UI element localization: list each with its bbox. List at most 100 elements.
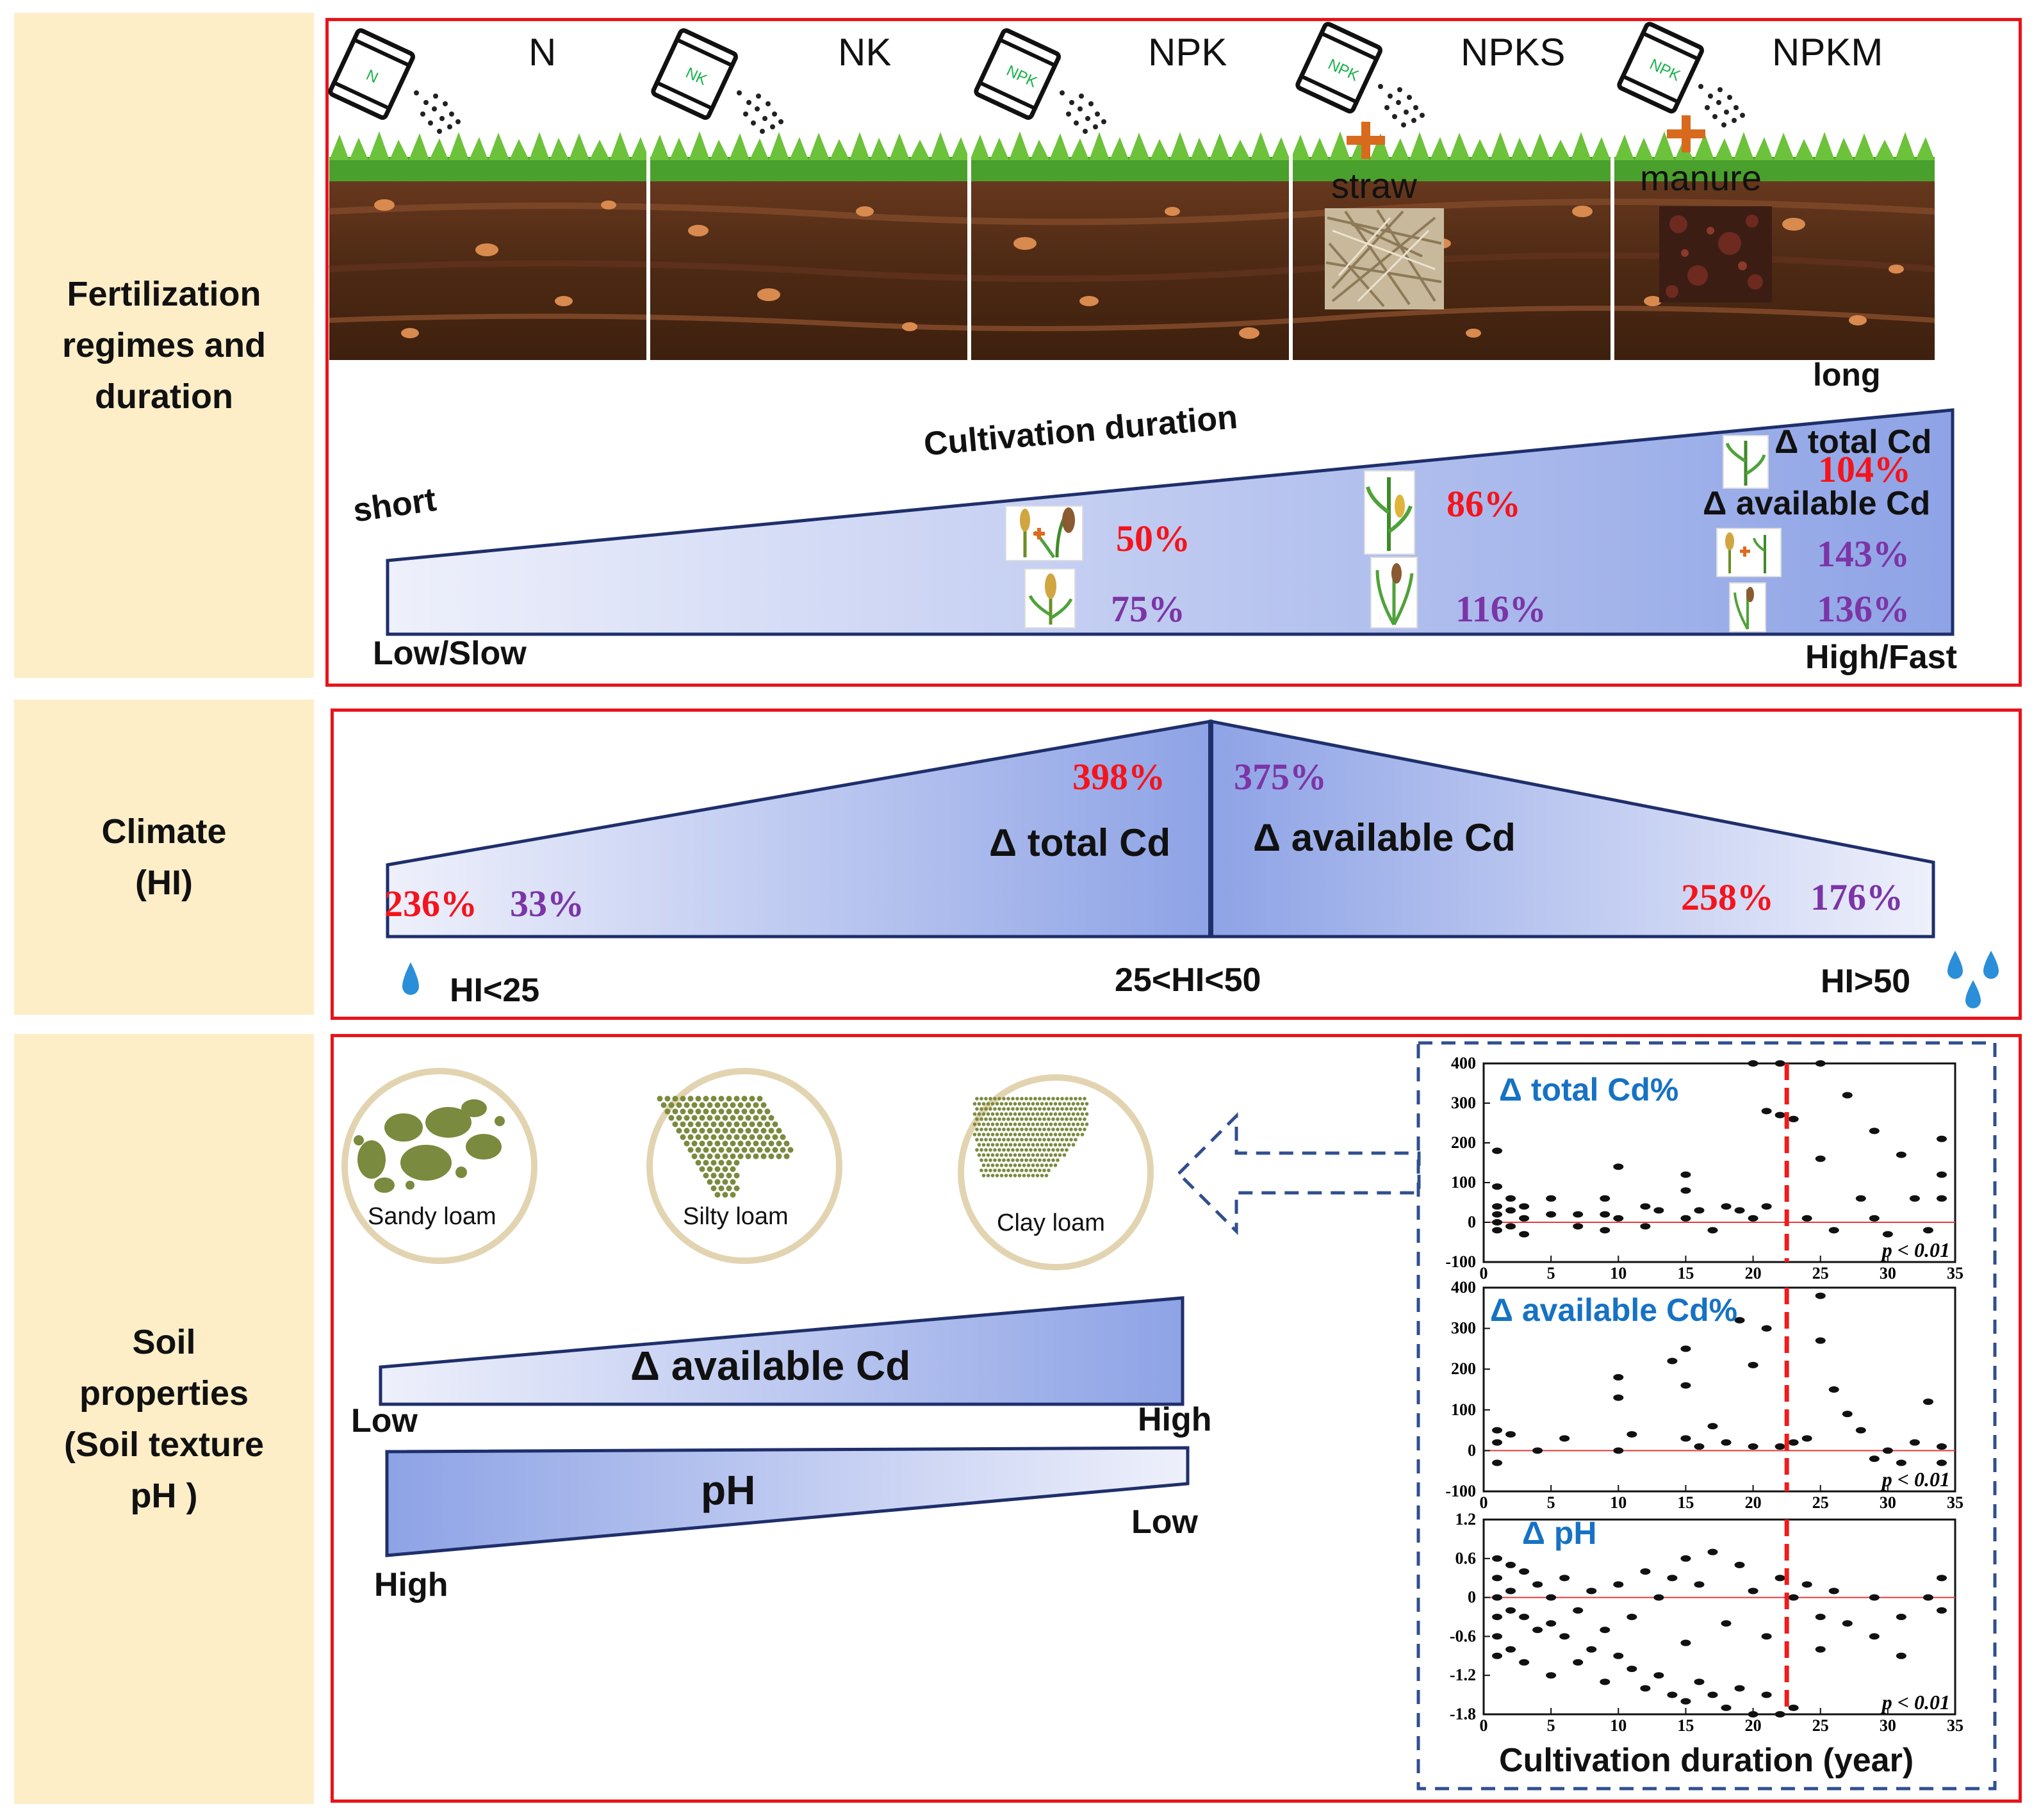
regime-title: NPK (1148, 31, 1227, 74)
data-point (1922, 1594, 1933, 1601)
y-tick-label: 100 (1451, 1400, 1476, 1419)
data-point (1788, 1439, 1799, 1446)
fert-available-value: 75% (1111, 588, 1185, 630)
data-point (1815, 1155, 1826, 1162)
x-tick-label: 25 (1812, 1716, 1829, 1735)
climate-total-label: Δ total Cd (989, 821, 1171, 864)
data-point (1653, 1672, 1664, 1679)
data-point (1828, 1227, 1839, 1234)
label-line: Soil (132, 1323, 196, 1361)
fertilizer-bag-icon (1295, 22, 1382, 114)
chart-title: Δ available Cd% (1490, 1292, 1738, 1328)
data-point (1613, 1652, 1624, 1659)
data-point (1869, 1633, 1880, 1640)
data-point (1627, 1614, 1637, 1620)
x-tick-label: 30 (1880, 1716, 1896, 1735)
data-point (1748, 1587, 1758, 1595)
label-line: properties (79, 1374, 249, 1413)
data-point (1667, 1575, 1678, 1582)
data-point (1707, 1423, 1718, 1430)
data-point (1761, 1325, 1772, 1332)
data-point (1505, 1431, 1516, 1438)
fert-total-value: 104% (1818, 448, 1911, 490)
data-point (1748, 1060, 1758, 1067)
data-point (1801, 1435, 1812, 1442)
data-point (1573, 1659, 1584, 1666)
data-point (1842, 1092, 1853, 1099)
p-value-annotation: p < 0.01 (1880, 1691, 1950, 1714)
x-tick-label: 35 (1947, 1716, 1963, 1735)
ph-bar (385, 1446, 1190, 1557)
data-point (1492, 1614, 1503, 1620)
data-point (1505, 1561, 1516, 1568)
x-tick-label: 10 (1610, 1493, 1627, 1512)
data-point (1788, 1594, 1799, 1601)
data-point (1922, 1398, 1933, 1406)
data-point (1761, 1691, 1772, 1698)
data-point (1546, 1195, 1557, 1202)
data-point (1505, 1607, 1516, 1614)
climate-left-available-value: 33% (510, 883, 584, 924)
data-point (1653, 1594, 1664, 1601)
y-tick-label: -1.8 (1450, 1705, 1476, 1723)
data-point (1896, 1459, 1906, 1466)
y-tick-label: -0.6 (1450, 1627, 1476, 1645)
data-point (1492, 1652, 1503, 1659)
corn-icon (1723, 435, 1769, 489)
texture-label: Silty loam (683, 1203, 789, 1230)
fert-available-value: 143% (1817, 533, 1910, 575)
data-point (1667, 1357, 1678, 1365)
label-line: Fertilization (67, 275, 261, 313)
data-point (1680, 1215, 1691, 1222)
data-point (1707, 1691, 1718, 1698)
data-point (1573, 1607, 1584, 1614)
data-point (1532, 1447, 1543, 1454)
x-tick-label: 5 (1547, 1716, 1555, 1735)
high-fast-label: High/Fast (1805, 639, 1957, 676)
chart-title: Δ total Cd% (1499, 1072, 1679, 1108)
silty-loam-icon (646, 1068, 842, 1264)
data-point (1936, 1171, 1947, 1178)
data-point (1492, 1439, 1503, 1446)
data-point (1586, 1587, 1597, 1595)
side-panel-climate: Climate (HI) (14, 700, 314, 1015)
y-tick-label: 0 (1468, 1213, 1476, 1231)
data-point (1694, 1443, 1705, 1450)
data-point (1855, 1427, 1866, 1434)
data-point (1748, 1443, 1758, 1450)
soil-frame (331, 1034, 2022, 1803)
data-point (1734, 1207, 1745, 1214)
y-tick-label: -1.2 (1450, 1666, 1476, 1684)
x-tick-label: 15 (1677, 1493, 1694, 1512)
data-point (1869, 1455, 1880, 1463)
data-point (1492, 1427, 1503, 1434)
data-point (1855, 1195, 1866, 1202)
data-point (1775, 1060, 1785, 1067)
data-point (1505, 1223, 1516, 1230)
x-tick-label: 35 (1947, 1493, 1963, 1512)
y-tick-label: 0 (1468, 1441, 1476, 1459)
data-point (1815, 1292, 1826, 1299)
regime-dividers (646, 128, 1614, 360)
low-slow-label: Low/Slow (373, 635, 527, 672)
y-tick-label: 400 (1451, 1278, 1476, 1297)
data-point (1896, 1652, 1906, 1659)
section-label-climate: Climate (HI) (14, 806, 314, 908)
x-tick-label: 35 (1947, 1264, 1963, 1283)
data-point (1613, 1581, 1624, 1588)
data-point (1909, 1439, 1920, 1446)
y-tick-label: 300 (1451, 1094, 1476, 1112)
y-tick-label: 200 (1451, 1359, 1476, 1378)
side-panel-fertilization: Fertilization regimes and duration (14, 13, 314, 678)
data-point (1559, 1575, 1570, 1582)
data-point (1748, 1361, 1758, 1368)
data-point (1546, 1620, 1557, 1627)
rice-icon (1729, 582, 1766, 632)
x-tick-label: 25 (1812, 1264, 1829, 1283)
x-tick-label: 20 (1745, 1716, 1762, 1735)
fert-total-value: 86% (1447, 483, 1521, 525)
data-point (1896, 1614, 1906, 1620)
corn-icon (1364, 470, 1415, 555)
